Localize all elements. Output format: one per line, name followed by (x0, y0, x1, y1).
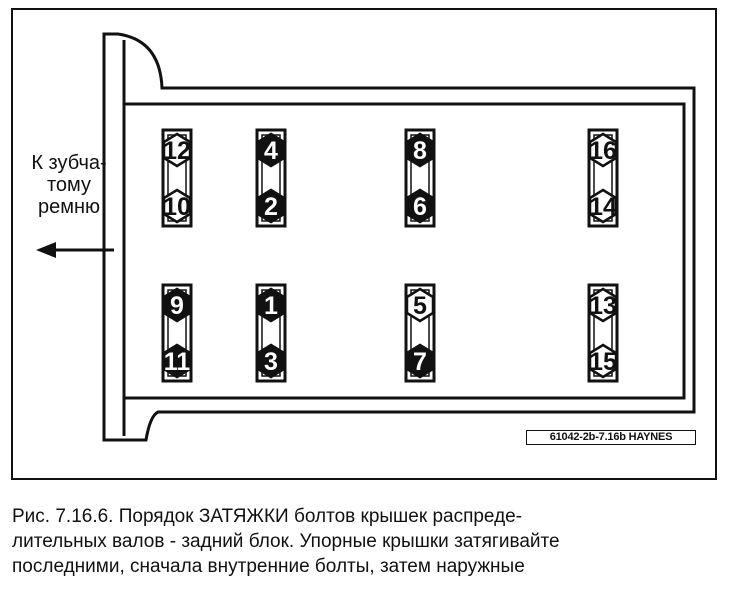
bearing-cap: 42 (255, 128, 287, 228)
bolt-number: 13 (589, 292, 617, 320)
bolt: 4 (256, 132, 286, 168)
bolt: 8 (405, 132, 435, 168)
bolt-number: 8 (413, 137, 427, 165)
bolt-number: 5 (413, 292, 427, 320)
bolt-number: 9 (170, 292, 184, 320)
bolt: 12 (162, 132, 192, 168)
figure-code: 61042-2b-7.16b HAYNES (526, 430, 696, 445)
head-outline-outer (102, 32, 696, 442)
bolt-number: 14 (589, 193, 617, 221)
bolt: 15 (588, 343, 618, 379)
bolt: 1 (256, 287, 286, 323)
bolt-number: 6 (413, 193, 427, 221)
bolt-head-icon (162, 343, 192, 379)
bolt: 14 (588, 188, 618, 224)
arrow-head-icon (36, 242, 56, 258)
bolt: 9 (162, 287, 192, 323)
bolt-number: 10 (163, 193, 191, 221)
bolt: 7 (405, 343, 435, 379)
bolt-head-icon (256, 343, 286, 379)
bolt: 10 (162, 188, 192, 224)
bolt-head-icon (162, 287, 192, 323)
bolt: 11 (162, 343, 192, 379)
bolt: 5 (405, 287, 435, 323)
bolt: 13 (588, 287, 618, 323)
bolt-head-icon (405, 287, 435, 323)
bolt-head-icon (162, 188, 192, 224)
caption-line: последними, сначала внутренние болты, за… (12, 556, 525, 577)
bolt-number: 4 (264, 137, 278, 165)
bolt-number: 1 (264, 292, 278, 320)
bolt-number: 12 (163, 137, 191, 165)
figure-caption: Рис. 7.16.6. Порядок ЗАТЯЖКИ болтов крыш… (12, 504, 722, 579)
bolt: 6 (405, 188, 435, 224)
bolt-head-icon (588, 132, 618, 168)
bearing-cap: 9 11 (161, 283, 193, 383)
bolt-head-icon (588, 188, 618, 224)
bolt: 3 (256, 343, 286, 379)
arrow-label-line: ремню (37, 196, 101, 218)
bolt: 16 (588, 132, 618, 168)
bolt-head-icon (405, 343, 435, 379)
bolt-number: 7 (413, 348, 427, 376)
bearing-cap: 13 (255, 283, 287, 383)
arrow-label-line: тому (46, 174, 92, 196)
bolt-number: 11 (164, 348, 191, 376)
caption-line: Рис. 7.16.6. Порядок ЗАТЯЖКИ болтов крыш… (12, 506, 523, 527)
bolt-number: 2 (264, 193, 278, 221)
bolt-head-icon (588, 343, 618, 379)
bolt-number: 16 (589, 137, 617, 165)
caption-line: лительных валов - задний блок. Упорные к… (12, 531, 560, 552)
bolt-head-icon (405, 132, 435, 168)
bolt-number: 3 (264, 348, 278, 376)
arrow-label: К зубча- тому ремню (20, 152, 118, 218)
bolt-head-icon (256, 287, 286, 323)
bolt-head-icon (256, 188, 286, 224)
bolt-number: 15 (589, 348, 617, 376)
bolt: 2 (256, 188, 286, 224)
bolt-head-icon (162, 132, 192, 168)
bolt-head-icon (256, 132, 286, 168)
head-outline-inner (122, 102, 686, 400)
bolt-head-icon (405, 188, 435, 224)
bearing-cap: 57 (404, 283, 436, 383)
bolt-head-icon (588, 287, 618, 323)
arrow-label-line: К зубча- (31, 152, 107, 174)
bearing-cap: 86 (404, 128, 436, 228)
bearing-cap: 12 10 (161, 128, 193, 228)
bearing-cap: 13 15 (587, 283, 619, 383)
